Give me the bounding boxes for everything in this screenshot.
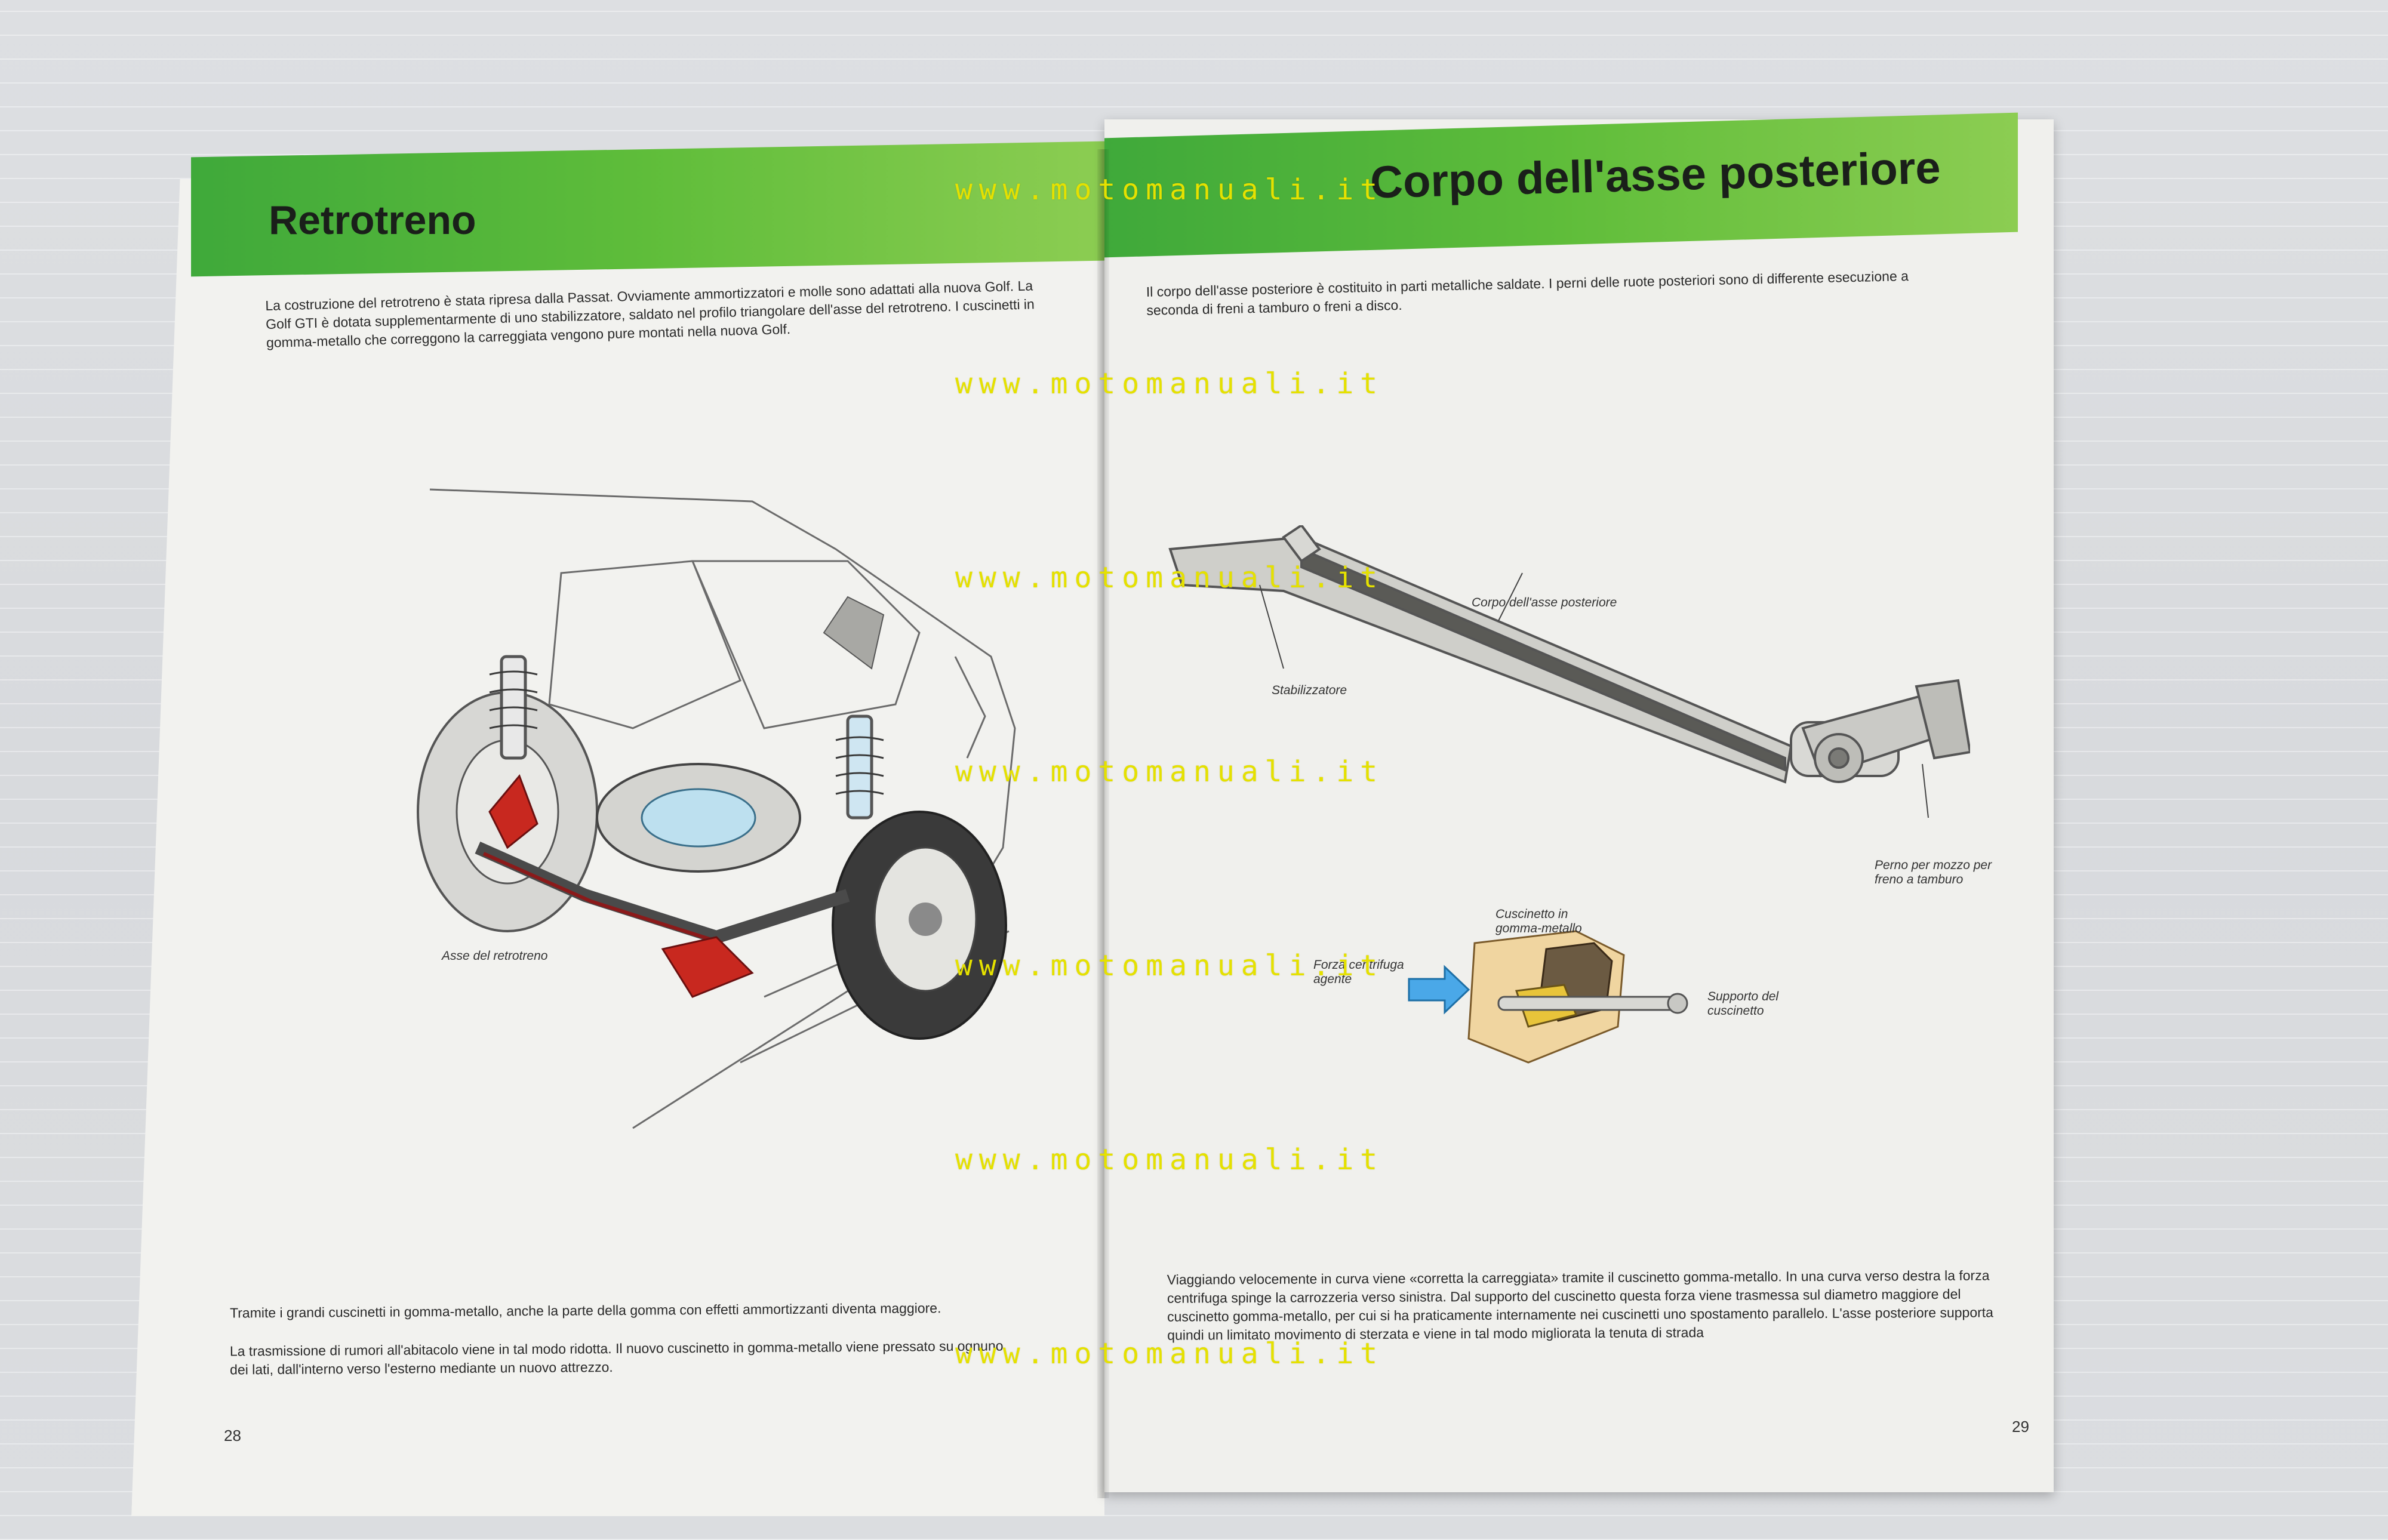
left-page-number: 28	[224, 1427, 241, 1444]
watermark: www.motomanuali.it	[955, 173, 1384, 207]
axle-label: Asse del retrotreno	[442, 949, 548, 963]
right-page	[1104, 119, 2054, 1492]
bushing-illustration	[1408, 930, 1688, 1064]
watermark: www.motomanuali.it	[955, 949, 1384, 982]
right-bottom-text: Viaggiando velocemente in curva viene «c…	[1167, 1267, 1993, 1343]
watermark: www.motomanuali.it	[955, 755, 1384, 789]
watermark: www.motomanuali.it	[955, 367, 1384, 401]
support-label: Supporto del cuscinetto	[1707, 990, 1779, 1018]
left-bottom-text-2: La trasmissione di rumori all'abitacolo …	[229, 1338, 1004, 1378]
rear-axle-car-illustration	[417, 488, 1016, 1129]
pin-label: Perno per mozzo per freno a tamburo	[1875, 858, 1992, 886]
force-label: Forza centrifuga agente	[1313, 958, 1404, 986]
axle-body-label: Corpo dell'asse posteriore	[1472, 596, 1617, 609]
stabilizer-label: Stabilizzatore	[1272, 683, 1347, 697]
watermark: www.motomanuali.it	[955, 561, 1384, 595]
axle-body-illustration	[1168, 525, 1970, 818]
watermark: www.motomanuali.it	[955, 1143, 1384, 1176]
book-spine	[1097, 149, 1109, 1498]
right-page-number: 29	[2012, 1418, 2029, 1436]
bushing-label: Cuscinetto in gomma-metallo	[1495, 907, 1582, 935]
left-page-title: Retrotreno	[269, 198, 476, 243]
watermark: www.motomanuali.it	[955, 1337, 1384, 1370]
